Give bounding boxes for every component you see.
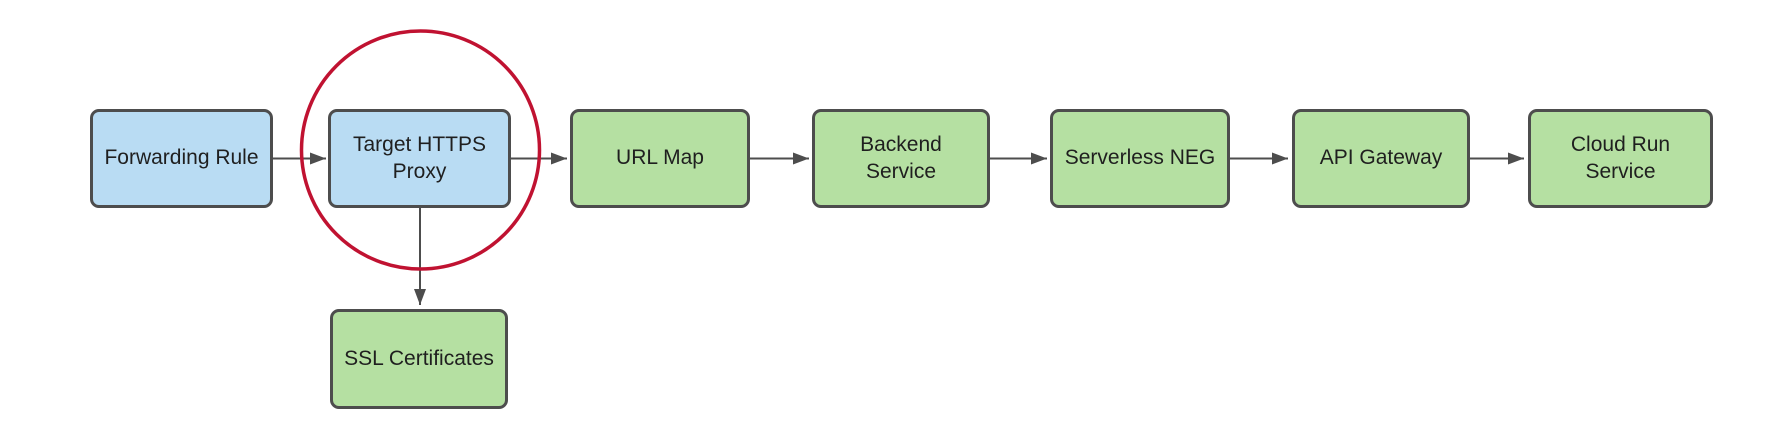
node-backend-service[interactable]: Backend Service <box>812 109 990 208</box>
node-target-https-proxy[interactable]: Target HTTPS Proxy <box>328 109 511 208</box>
node-serverless-neg[interactable]: Serverless NEG <box>1050 109 1230 208</box>
node-ssl-certificates[interactable]: SSL Certificates <box>330 309 508 409</box>
node-url-map[interactable]: URL Map <box>570 109 750 208</box>
node-forwarding-rule[interactable]: Forwarding Rule <box>90 109 273 208</box>
node-cloud-run-service[interactable]: Cloud Run Service <box>1528 109 1713 208</box>
node-api-gateway[interactable]: API Gateway <box>1292 109 1470 208</box>
